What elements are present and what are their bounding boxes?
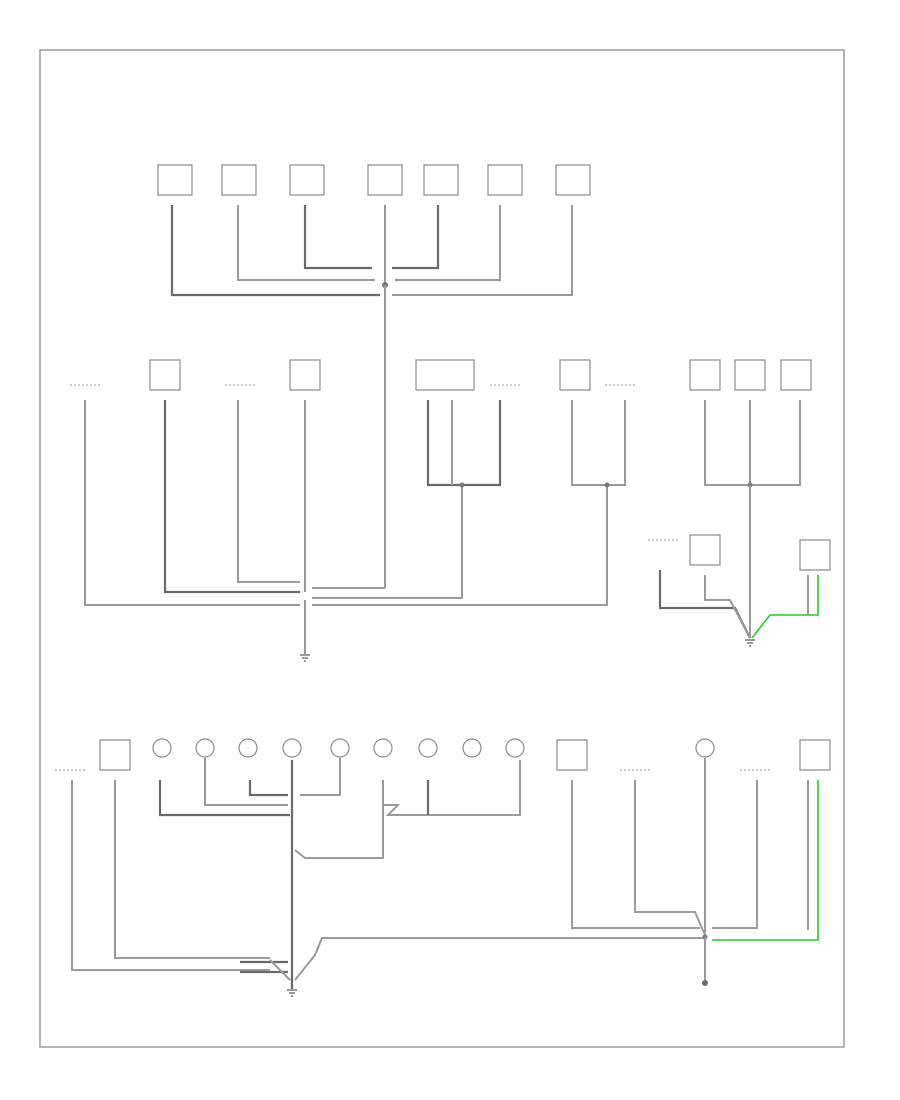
wire-green bbox=[712, 780, 819, 941]
diagram-border bbox=[39, 49, 845, 1048]
bottom-section bbox=[55, 738, 831, 997]
component-box bbox=[157, 164, 193, 196]
wire bbox=[395, 205, 501, 281]
component-box bbox=[734, 359, 766, 391]
wire bbox=[571, 780, 700, 929]
wire bbox=[158, 780, 290, 817]
component-box bbox=[149, 359, 181, 391]
component-box bbox=[556, 739, 588, 771]
wire bbox=[704, 575, 751, 639]
component-box bbox=[689, 534, 721, 566]
splice bbox=[459, 482, 465, 488]
wire bbox=[303, 205, 372, 270]
component-box bbox=[555, 164, 591, 196]
lamp bbox=[418, 738, 438, 758]
wire bbox=[294, 805, 384, 859]
wire bbox=[392, 205, 440, 270]
lamp bbox=[330, 738, 350, 758]
wire bbox=[294, 937, 705, 981]
component-box bbox=[423, 164, 459, 196]
component-box bbox=[780, 359, 812, 391]
ground-symbol bbox=[300, 654, 310, 662]
middle-section bbox=[70, 359, 831, 662]
component-box bbox=[99, 739, 131, 771]
lamp bbox=[238, 738, 258, 758]
lamp bbox=[505, 738, 525, 758]
wire bbox=[712, 780, 758, 929]
component-box bbox=[289, 359, 321, 391]
component-box bbox=[415, 359, 475, 391]
wire bbox=[71, 780, 270, 971]
wire bbox=[312, 485, 608, 606]
wire bbox=[237, 205, 375, 281]
wire bbox=[426, 400, 502, 487]
lamp bbox=[462, 738, 482, 758]
lamp bbox=[695, 738, 715, 758]
wire bbox=[382, 760, 521, 816]
top-section bbox=[157, 164, 591, 588]
wire-green bbox=[751, 575, 819, 639]
component-box bbox=[367, 164, 403, 196]
wire bbox=[634, 780, 706, 936]
wire bbox=[163, 400, 300, 594]
lamp bbox=[152, 738, 172, 758]
lamp bbox=[282, 738, 302, 758]
component-box bbox=[559, 359, 591, 391]
wire bbox=[704, 400, 801, 486]
lamp bbox=[195, 738, 215, 758]
component-box bbox=[799, 539, 831, 571]
wire bbox=[170, 205, 380, 297]
component-box bbox=[799, 739, 831, 771]
wire bbox=[114, 780, 270, 959]
wire bbox=[269, 959, 291, 981]
component-box bbox=[289, 164, 325, 196]
wire bbox=[392, 205, 573, 296]
lamp bbox=[373, 738, 393, 758]
splice bbox=[604, 482, 610, 488]
ground-bolt bbox=[702, 980, 708, 986]
component-box bbox=[221, 164, 257, 196]
ground-symbol bbox=[745, 639, 755, 647]
ground-symbol bbox=[287, 989, 297, 997]
wire bbox=[300, 758, 341, 796]
wire bbox=[237, 400, 300, 583]
wire bbox=[312, 485, 463, 599]
component-box bbox=[689, 359, 721, 391]
wire bbox=[84, 400, 300, 606]
wire bbox=[248, 780, 288, 797]
wire bbox=[204, 758, 288, 806]
component-box bbox=[487, 164, 523, 196]
wire bbox=[571, 400, 626, 486]
